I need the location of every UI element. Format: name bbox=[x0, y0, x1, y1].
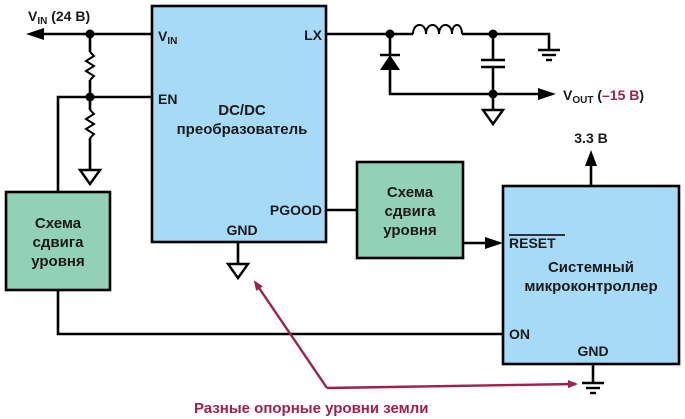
vin-label: VIN (24 В) bbox=[28, 8, 90, 27]
vout-label: VOUT (–15 В) bbox=[563, 87, 644, 106]
level-shifter-mid-line3: уровня bbox=[383, 222, 437, 239]
inductor-icon bbox=[412, 24, 463, 35]
vin-arrow-icon bbox=[26, 28, 44, 40]
mcu-pin-reset: RESET bbox=[509, 235, 556, 251]
mcu-pin-gnd: GND bbox=[577, 343, 608, 359]
level-shifter-mid-block bbox=[355, 160, 465, 260]
level-shifter-mid-line2: сдвига bbox=[385, 203, 437, 220]
on-wire bbox=[56, 290, 503, 336]
dcdc-title-line1: DC/DC bbox=[218, 102, 266, 119]
mcu-block bbox=[501, 184, 681, 366]
supply-arrow-icon bbox=[585, 150, 597, 166]
annotation-arrow-right bbox=[326, 380, 578, 390]
level-shifter-left-line1: Схема bbox=[35, 215, 82, 232]
reset-arrow-icon bbox=[485, 237, 503, 249]
mcu-pin-on: ON bbox=[509, 326, 530, 342]
ground-icon bbox=[538, 48, 560, 62]
vout-wire bbox=[388, 70, 540, 96]
level-shifter-left-line2: сдвига bbox=[33, 234, 85, 251]
dcdc-title-line2: преобразователь bbox=[177, 121, 308, 138]
level-shifter-left-block bbox=[4, 190, 112, 292]
annotation-label: Разные опорные уровни земли bbox=[194, 400, 429, 417]
resistor-icon bbox=[84, 109, 96, 139]
dcdc-pin-vin: VIN bbox=[158, 28, 177, 47]
signal-ground-icon bbox=[225, 262, 251, 281]
resistor-icon bbox=[84, 51, 96, 81]
ground-icon bbox=[582, 381, 604, 395]
en-shifter-wire bbox=[56, 95, 90, 192]
supply-3v3-label: 3.3 В bbox=[574, 130, 607, 146]
level-shifter-mid-line1: Схема bbox=[387, 184, 434, 201]
dcdc-converter-block bbox=[150, 4, 328, 244]
dcdc-pin-lx: LX bbox=[304, 27, 323, 43]
dcdc-pin-pgood: PGOOD bbox=[270, 202, 322, 218]
signal-ground-icon bbox=[77, 168, 103, 187]
vout-arrow-icon bbox=[538, 88, 556, 100]
mcu-title-line2: микроконтроллер bbox=[524, 278, 657, 295]
dcdc-pin-gnd: GND bbox=[226, 222, 257, 238]
signal-ground-icon bbox=[480, 108, 506, 127]
output-wire bbox=[462, 32, 551, 50]
diode-icon bbox=[380, 53, 400, 70]
level-shifter-left-line3: уровня bbox=[31, 253, 85, 270]
capacitor-icon bbox=[481, 58, 505, 69]
annotation-arrow-left bbox=[253, 280, 328, 389]
mcu-title-line1: Системный bbox=[548, 259, 634, 276]
dcdc-pin-en: EN bbox=[158, 91, 177, 107]
junction-dot-icon bbox=[488, 89, 498, 99]
